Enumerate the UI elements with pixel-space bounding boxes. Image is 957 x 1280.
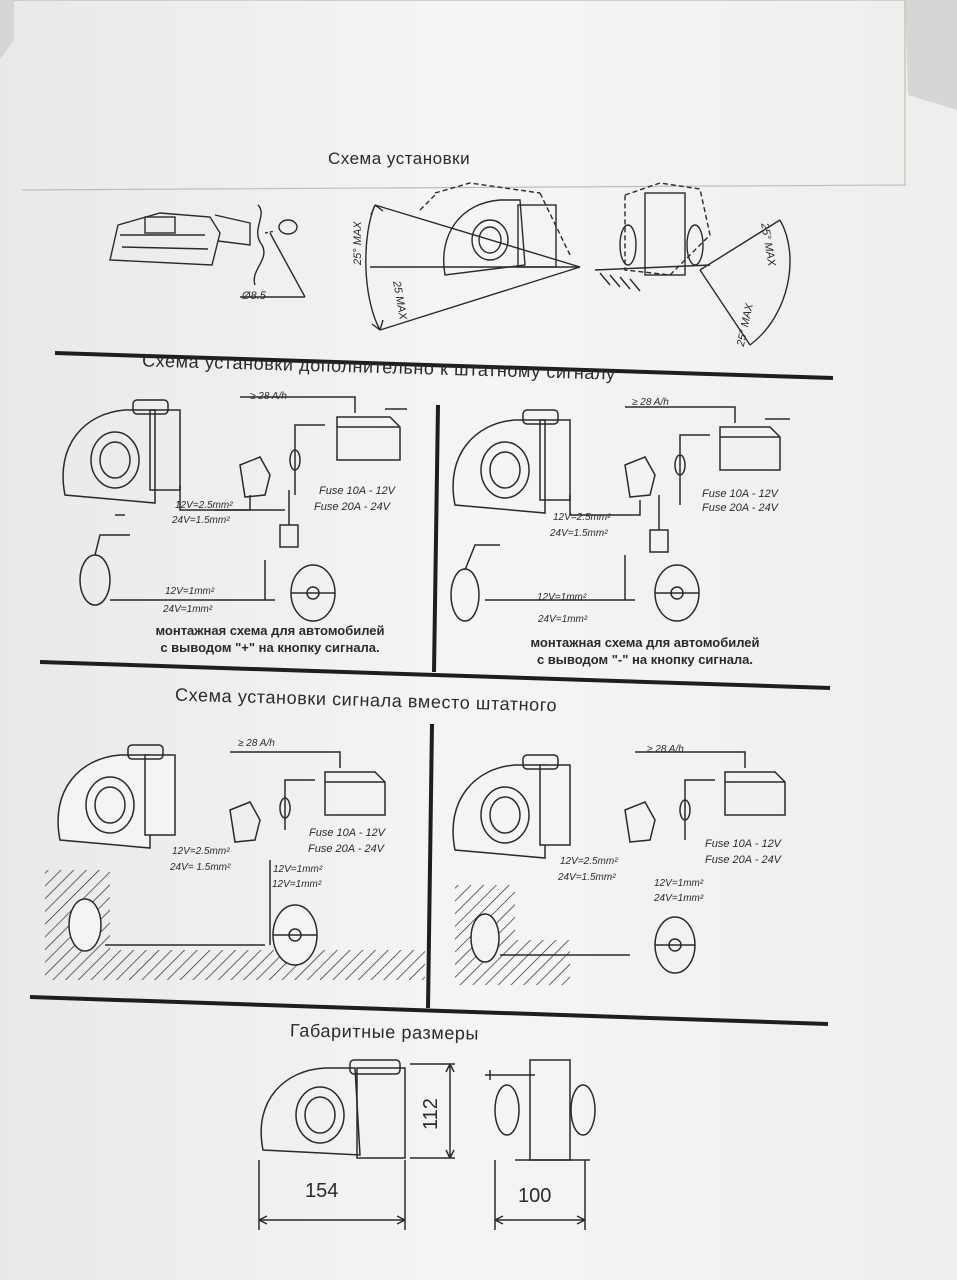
side-angle-drawing bbox=[365, 182, 581, 331]
hole-diameter-label: Ø8.5 bbox=[242, 290, 266, 302]
replace-left-wire-12-thin-b: 12V=1mm² bbox=[272, 879, 322, 890]
wiring-panel-minus bbox=[450, 406, 790, 622]
plus-fuse-24-label: Fuse 20A - 24V bbox=[314, 501, 391, 513]
replace-right-battery-label: ≥ 28 A/h bbox=[647, 744, 684, 755]
dimension-drawings bbox=[258, 1059, 596, 1230]
replace-left-fuse-24-label: Fuse 20A - 24V bbox=[308, 843, 385, 855]
plus-fuse-12-label: Fuse 10A - 12V bbox=[319, 485, 396, 497]
steering-wheel-drawing bbox=[272, 904, 318, 966]
horn-switch-drawing bbox=[649, 529, 669, 553]
plus-wire-12-thick: 12V=2.5mm² bbox=[175, 500, 233, 511]
original-horn-drawing bbox=[79, 534, 130, 606]
minus-caption-line-2: с выводом "-" на кнопку сигнала. bbox=[536, 652, 754, 667]
horn-switch-drawing bbox=[279, 524, 299, 548]
relay-drawing bbox=[229, 801, 261, 843]
horn-unit-drawing bbox=[452, 409, 571, 514]
wiring-panel-plus bbox=[62, 396, 407, 622]
horn-side-view bbox=[260, 1059, 406, 1159]
minus-fuse-24-label: Fuse 20A - 24V bbox=[702, 502, 779, 514]
replace-right-wire-12-thin: 12V=1mm² bbox=[654, 878, 704, 889]
bumper-mount-drawing bbox=[109, 204, 306, 298]
horn-unit-drawing bbox=[57, 744, 176, 849]
plus-battery-label: ≥ 28 A/h bbox=[250, 391, 287, 402]
minus-wire-24-thick: 24V=1.5mm² bbox=[550, 528, 608, 539]
wiring-replace-right bbox=[452, 751, 786, 974]
plus-wire-12-thin: 12V=1mm² bbox=[165, 586, 215, 597]
steering-wheel-drawing bbox=[654, 916, 696, 974]
plus-caption-line-1: монтажная схема для автомобилей bbox=[155, 623, 385, 638]
plus-caption-line-2: с выводом "+" на кнопку сигнала. bbox=[160, 640, 380, 655]
horn-front-view bbox=[485, 1059, 596, 1161]
plus-wire-24-thick: 24V=1.5mm² bbox=[172, 515, 230, 526]
replace-left-wire-12-thick: 12V=2.5mm² bbox=[172, 846, 230, 857]
original-horn-drawing bbox=[450, 544, 500, 622]
replace-right-wire-24-thick: 24V=1.5mm² bbox=[558, 872, 616, 883]
battery-drawing bbox=[324, 771, 386, 816]
original-horn-drawing bbox=[68, 898, 102, 952]
install-section-title: Схема установки bbox=[328, 149, 471, 168]
replace-right-wire-12-thick: 12V=2.5mm² bbox=[560, 856, 618, 867]
battery-drawing bbox=[724, 771, 786, 816]
minus-fuse-12-label: Fuse 10A - 12V bbox=[702, 488, 779, 500]
minus-wire-24-thin: 24V=1mm² bbox=[538, 614, 588, 625]
replace-right-wire-24-thin: 24V=1mm² bbox=[654, 893, 704, 904]
replace-left-fuse-12-label: Fuse 10A - 12V bbox=[309, 827, 386, 839]
replace-right-fuse-12-label: Fuse 10A - 12V bbox=[705, 838, 782, 850]
relay-drawing bbox=[624, 801, 656, 843]
replace-right-fuse-24-label: Fuse 20A - 24V bbox=[705, 854, 782, 866]
replace-left-wire-12-thin-a: 12V=1mm² bbox=[273, 864, 323, 875]
steering-wheel-drawing bbox=[290, 564, 336, 622]
plus-wire-24-thin: 24V=1mm² bbox=[163, 604, 213, 615]
top-angle-drawing bbox=[594, 182, 791, 346]
original-horn-drawing bbox=[470, 913, 500, 963]
dimension-height: 112 bbox=[420, 1098, 442, 1130]
minus-wire-12-thick: 12V=2.5mm² bbox=[553, 512, 611, 523]
relay-drawing bbox=[624, 456, 656, 498]
dimension-length: 154 bbox=[305, 1180, 339, 1202]
minus-caption-line-1: монтажная схема для автомобилей bbox=[530, 635, 760, 650]
dimensions-section-title: Габаритные размеры bbox=[289, 1020, 480, 1044]
minus-caption: монтажная схема для автомобилей с выводо… bbox=[495, 634, 795, 668]
minus-wire-12-thin: 12V=1mm² bbox=[537, 592, 587, 603]
horn-unit-drawing bbox=[452, 754, 571, 859]
plus-caption: монтажная схема для автомобилей с выводо… bbox=[120, 622, 420, 656]
battery-drawing bbox=[719, 426, 781, 471]
install-drawings bbox=[109, 182, 791, 346]
relay-drawing bbox=[239, 456, 271, 498]
replace-left-battery-label: ≥ 28 A/h bbox=[238, 738, 275, 749]
steering-wheel-drawing bbox=[654, 564, 700, 622]
battery-drawing bbox=[336, 416, 401, 461]
replace-left-wire-24-thick: 24V= 1.5mm² bbox=[170, 862, 231, 873]
dimension-width: 100 bbox=[518, 1185, 552, 1207]
hatched-area-left bbox=[45, 870, 425, 980]
angle-label-side-top: 25° MAX bbox=[352, 221, 364, 265]
minus-battery-label: ≥ 28 A/h bbox=[632, 397, 669, 408]
horn-unit-drawing bbox=[62, 399, 181, 504]
wiring-replace-left bbox=[57, 744, 386, 966]
